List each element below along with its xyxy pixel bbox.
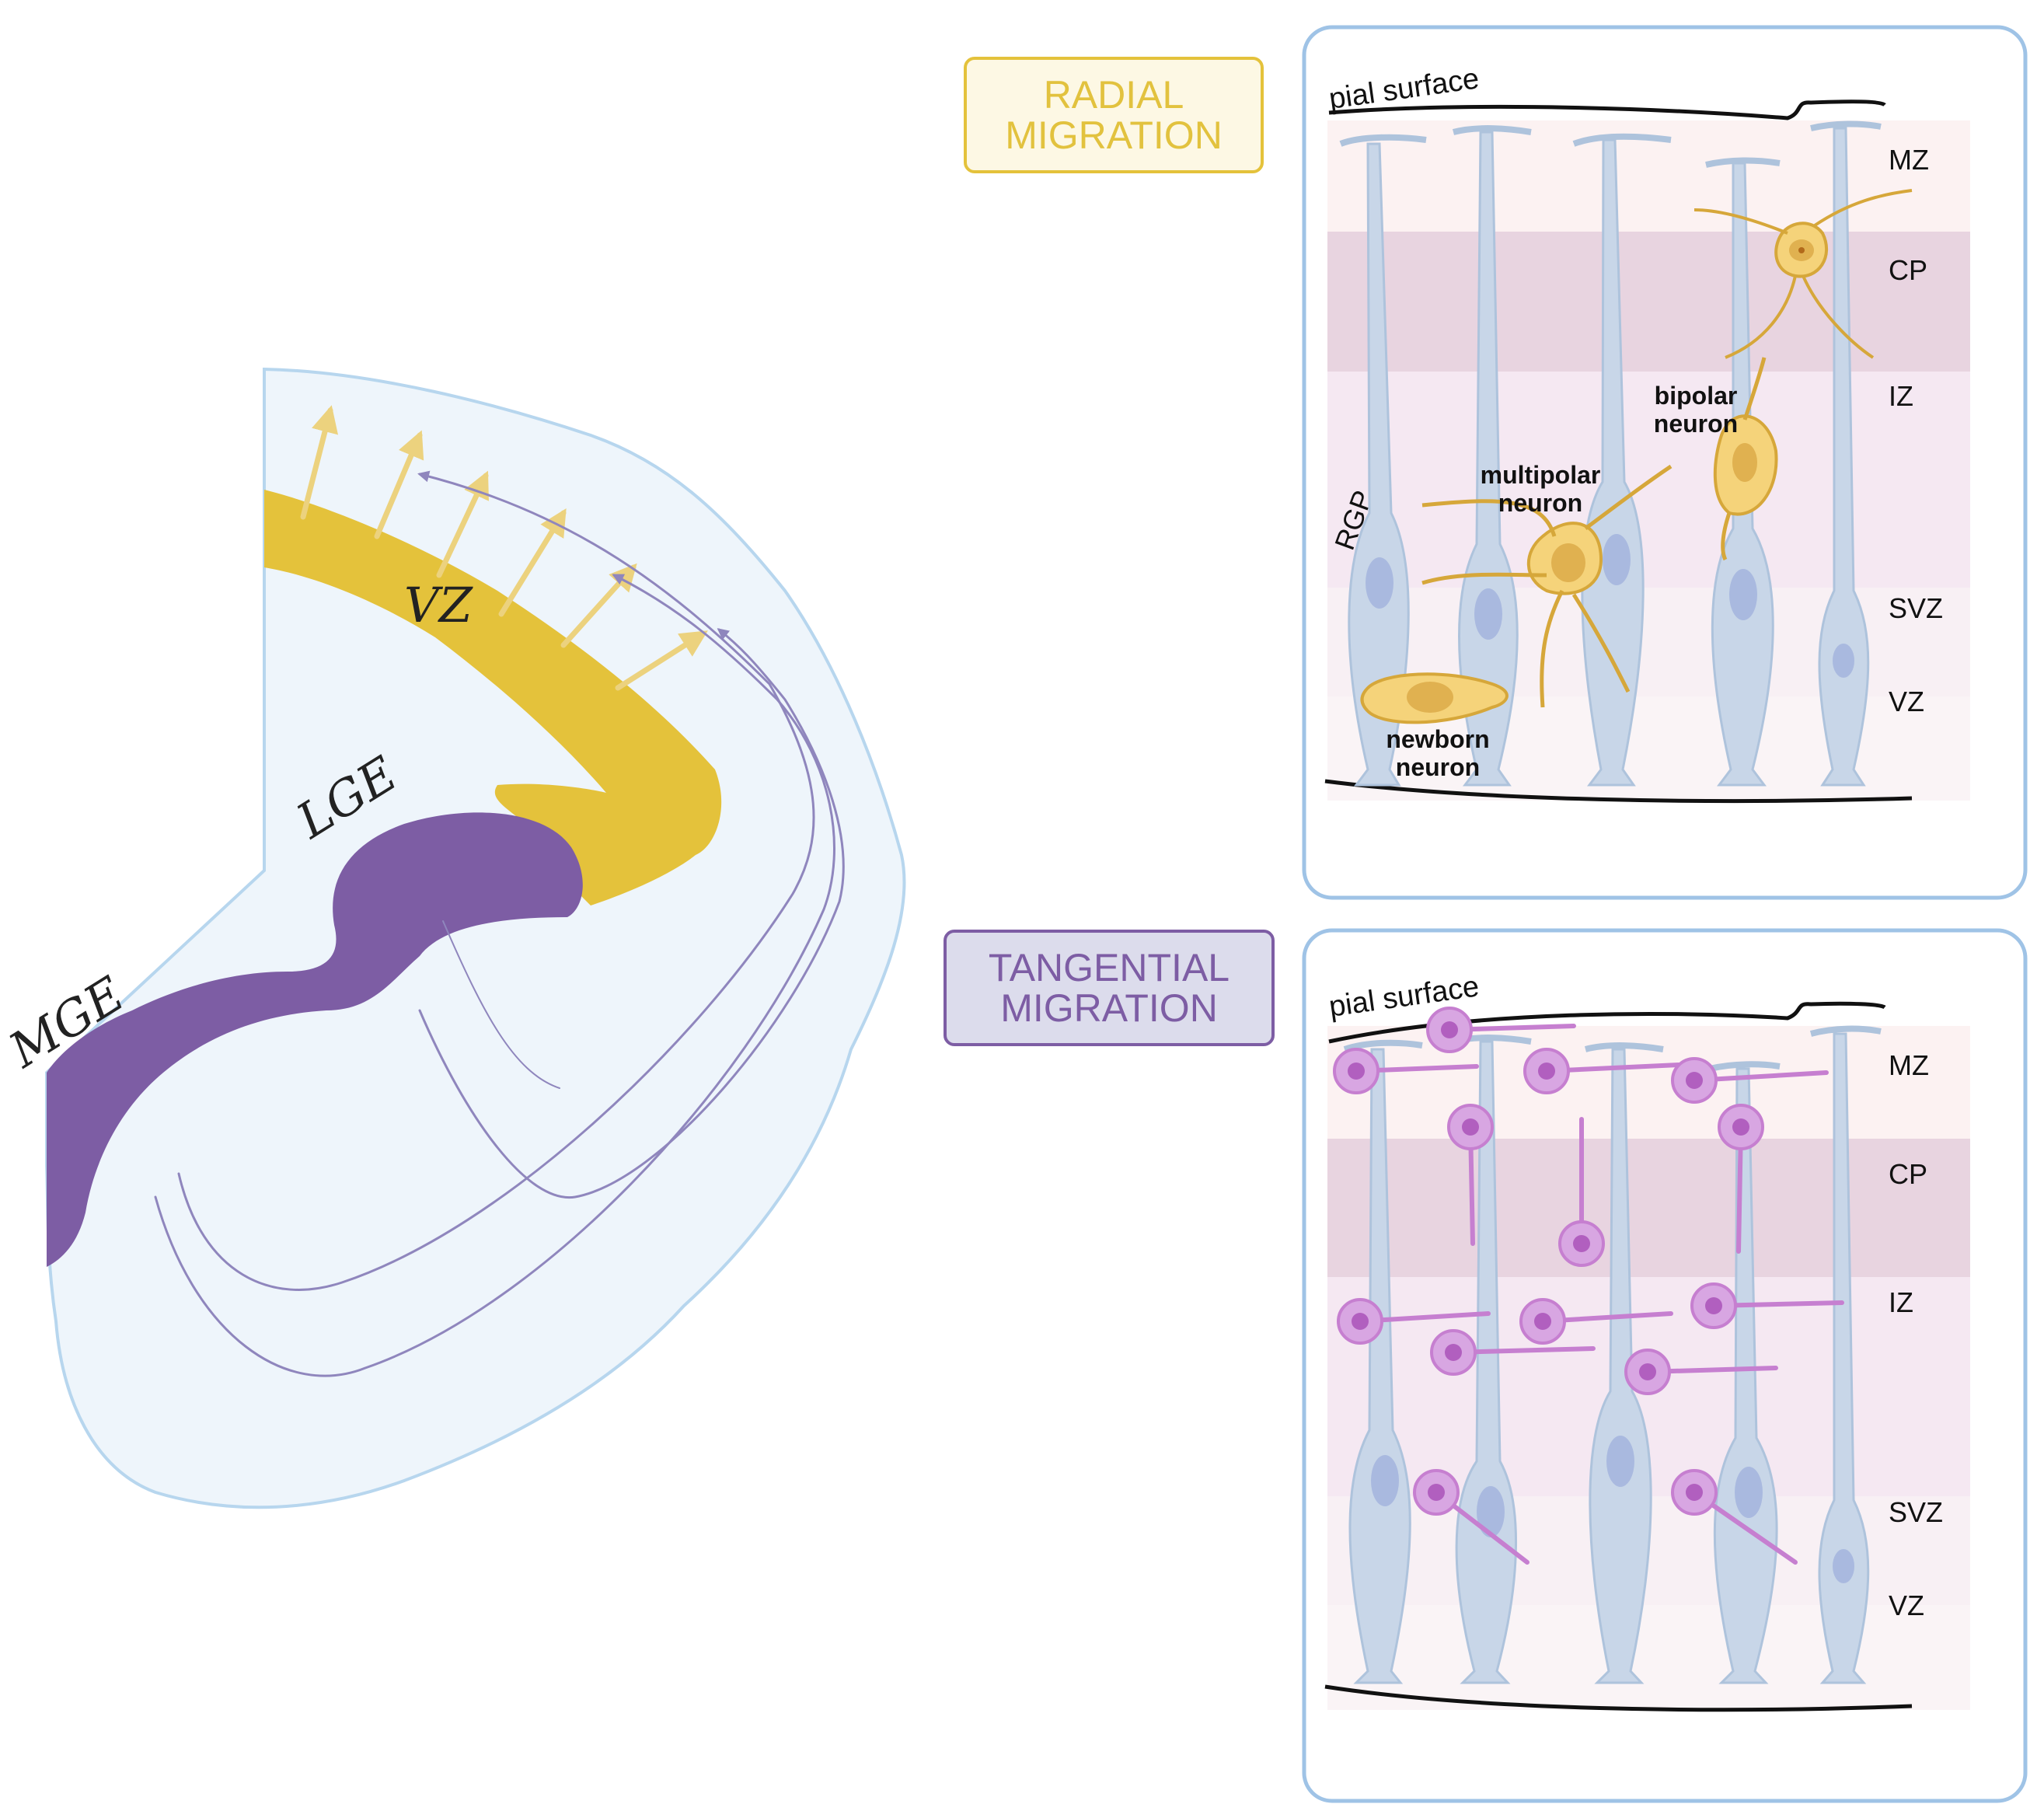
radial-bipolar-label-2: neuron: [1654, 410, 1738, 438]
radial-zone-mz: MZ: [1889, 144, 1929, 176]
radial-pial-line: [1328, 99, 1886, 120]
radial-newborn-label-1: newborn: [1386, 725, 1489, 753]
tangential-zone-svz: SVZ: [1889, 1496, 1943, 1528]
radial-migration-tag: RADIAL MIGRATION: [964, 57, 1264, 173]
radial-newborn-label-2: neuron: [1396, 753, 1480, 781]
brain-section: VZ LGE MGE: [0, 367, 906, 1509]
radial-panel: pial surface RGP bipolar neuron multipol…: [1302, 25, 2028, 900]
radial-bipolar-label-1: bipolar: [1655, 382, 1738, 410]
tangential-zone-cp: CP: [1889, 1158, 1927, 1190]
tangential-migration-tag: TANGENTIAL MIGRATION: [944, 930, 1275, 1046]
radial-multipolar-label-1: multipolar: [1481, 461, 1601, 489]
tangential-zone-vz: VZ: [1889, 1589, 1924, 1621]
vz-band: [264, 490, 722, 906]
radial-tag-line1: RADIAL: [1043, 72, 1184, 117]
tangential-tag-line1: TANGENTIAL: [988, 945, 1230, 989]
lge-mge-eminence: [47, 812, 583, 1267]
radial-zone-iz: IZ: [1889, 380, 1913, 412]
radial-zone-vz: VZ: [1889, 686, 1924, 717]
radial-multipolar-label-2: neuron: [1498, 489, 1582, 517]
tangential-zone-iz: IZ: [1889, 1286, 1913, 1318]
tangential-panel: pial surface MZ CP IZ SVZ VZ: [1302, 928, 2028, 1803]
tangential-zone-labels: MZ CP IZ SVZ VZ: [1889, 1049, 1943, 1621]
brain-outline: [45, 367, 906, 1509]
radial-zone-svz: SVZ: [1889, 592, 1943, 624]
tangential-zone-mz: MZ: [1889, 1049, 1929, 1081]
tangential-paths: [154, 470, 845, 1377]
radial-zone-labels: MZ CP IZ SVZ VZ: [1889, 144, 1943, 717]
vz-label: VZ: [404, 577, 473, 633]
tangential-tag-line2: MIGRATION: [1000, 986, 1218, 1030]
radial-tag-line2: MIGRATION: [1005, 113, 1223, 157]
radial-zone-cp: CP: [1889, 254, 1927, 286]
